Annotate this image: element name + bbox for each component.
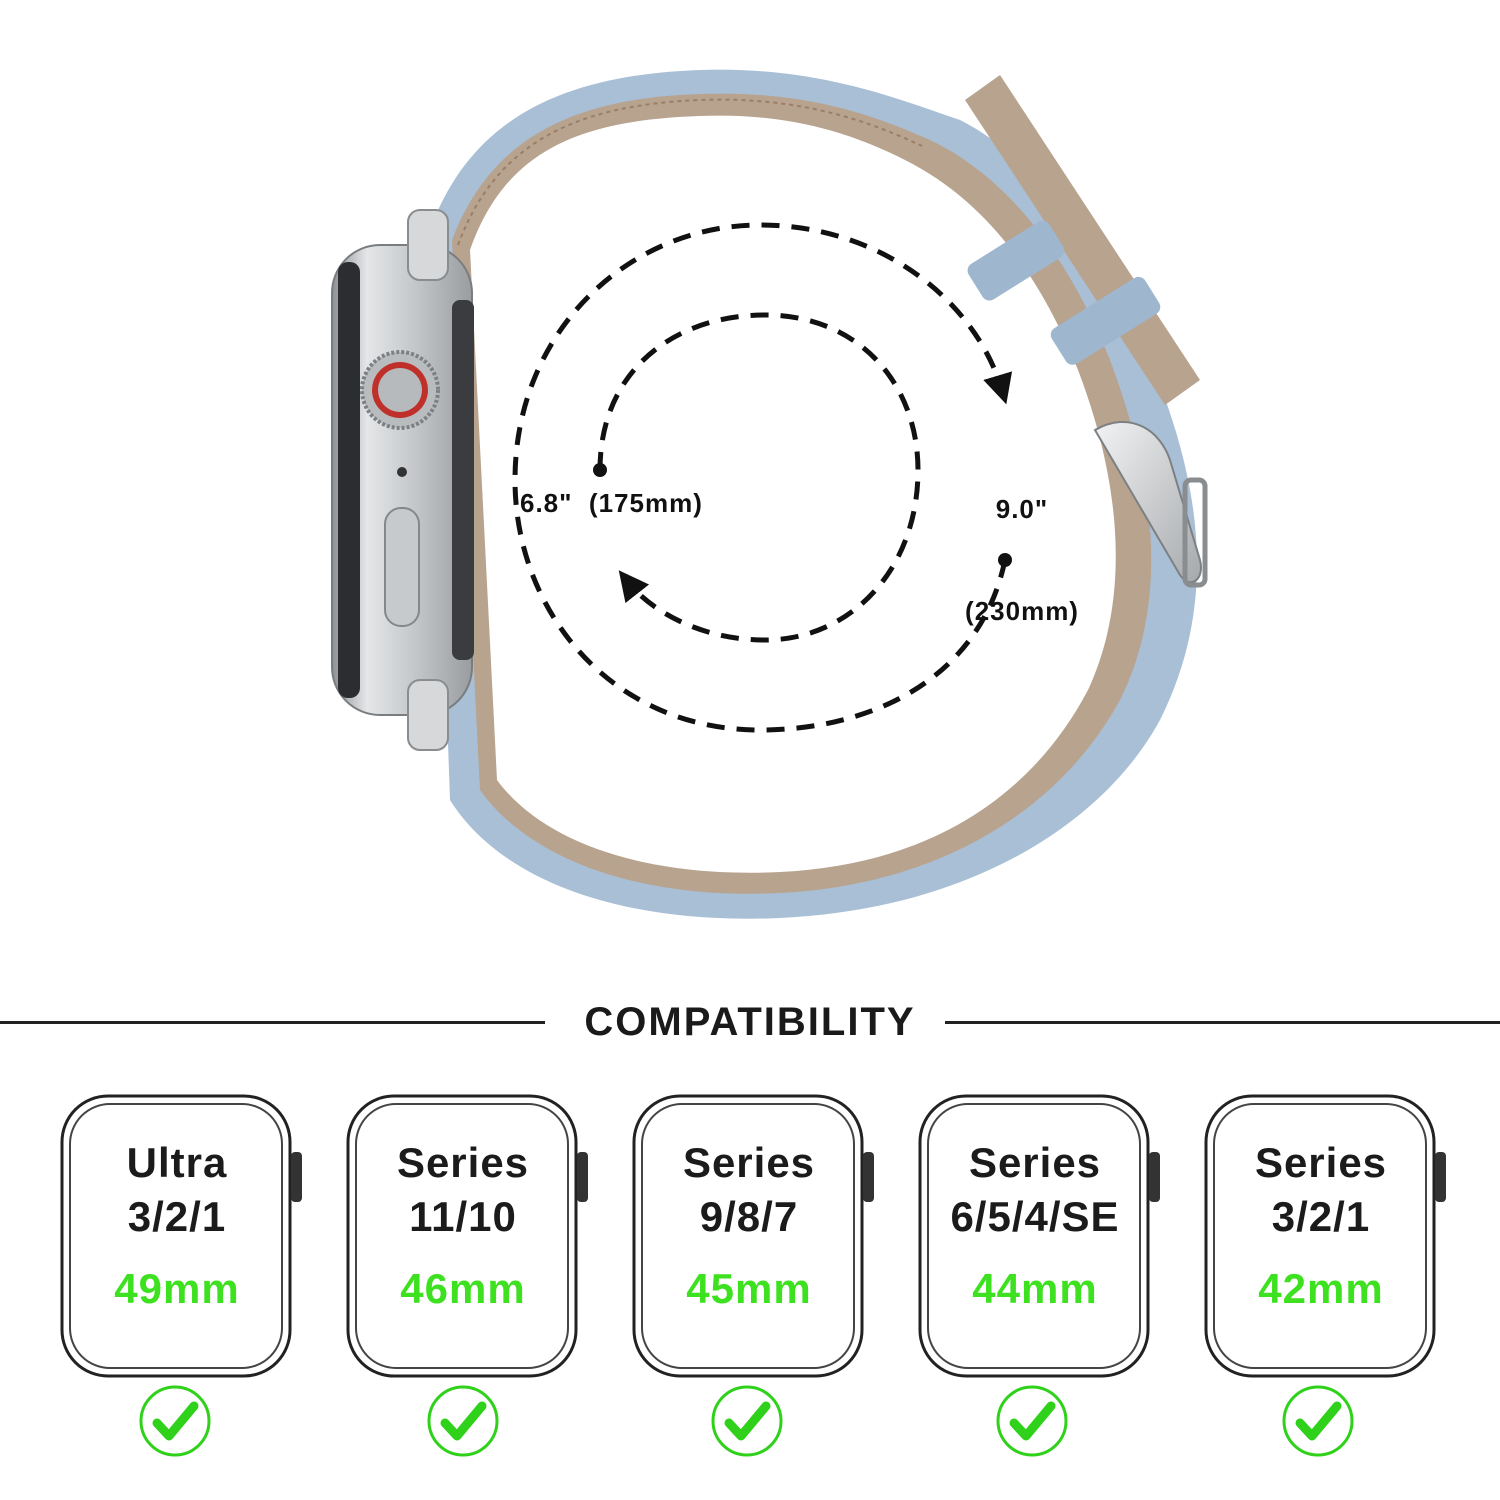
- watch-outline-icon: [60, 1094, 302, 1378]
- watch-screen-edge: [338, 262, 360, 698]
- watch-outline-icon: [346, 1094, 588, 1378]
- outer-length-arrow: [512, 222, 1013, 733]
- lug-top: [407, 209, 449, 281]
- outer-length-mm: (230mm): [965, 596, 1079, 626]
- watch-model-line1: Series: [1254, 1139, 1388, 1186]
- watch-model-line2: 11/10: [409, 1193, 517, 1240]
- outer-arrow-start-dot: [998, 553, 1012, 567]
- strap-keeper-1: [967, 220, 1065, 301]
- watch-card: Series 6/5/4/SE 44mm: [916, 1092, 1162, 1382]
- watch-model-line2: 3/2/1: [127, 1193, 227, 1240]
- watch-card: Ultra 3/2/1 49mm: [58, 1092, 304, 1382]
- watch-model-line1: Series: [682, 1139, 816, 1186]
- check-circle-icon: [1282, 1385, 1354, 1457]
- watch-model-line1: Series: [396, 1139, 530, 1186]
- watch-outline-icon: [632, 1094, 874, 1378]
- watch-size: 42mm: [1258, 1265, 1384, 1312]
- divider-right: [945, 1021, 1500, 1024]
- band-illustration: 9.0" (230mm) 6.8" (175mm): [331, 69, 1208, 919]
- watch-model-line2: 6/5/4/SE: [950, 1193, 1120, 1240]
- outer-length-inch: 9.0": [995, 494, 1049, 524]
- microphone-hole: [397, 467, 407, 477]
- watch-size: 45mm: [686, 1265, 812, 1312]
- watch-card: Series 3/2/1 42mm: [1202, 1092, 1448, 1382]
- strap-keeper-2: [1050, 276, 1161, 365]
- compatibility-title: COMPATIBILITY: [584, 1000, 916, 1044]
- inner-length-label: 6.8" (175mm): [520, 488, 703, 518]
- inner-arrow-start-dot: [593, 463, 607, 477]
- watch-back-edge: [452, 300, 474, 660]
- buckle: [1093, 420, 1202, 584]
- check-circle-icon: [139, 1385, 211, 1457]
- watch-card: Series 11/10 46mm: [344, 1092, 590, 1382]
- divider-left: [0, 1021, 545, 1024]
- buckle-frame: [1182, 477, 1208, 588]
- inner-length-arrow: [597, 312, 921, 643]
- watch-size: 49mm: [114, 1265, 240, 1312]
- watch-outline-icon: [1204, 1094, 1446, 1378]
- watch-card: Series 9/8/7 45mm: [630, 1092, 876, 1382]
- watch-outline-icon: [918, 1094, 1160, 1378]
- watch-model-line1: Series: [968, 1139, 1102, 1186]
- check-circle-icon: [711, 1385, 783, 1457]
- lug-bottom: [407, 679, 449, 751]
- outer-length-label: 9.0" (230mm): [942, 424, 1102, 696]
- check-circle-icon: [996, 1385, 1068, 1457]
- watch-model-line2: 3/2/1: [1271, 1193, 1371, 1240]
- watch-size: 46mm: [400, 1265, 526, 1312]
- watch-band-image: [331, 69, 1208, 919]
- side-button: [384, 507, 420, 627]
- watch-model-line1: Ultra: [126, 1139, 228, 1186]
- watch-model-line2: 9/8/7: [699, 1193, 799, 1240]
- compatibility-header: COMPATIBILITY: [0, 990, 1500, 1054]
- check-circle-icon: [427, 1385, 499, 1457]
- watch-size: 44mm: [972, 1265, 1098, 1312]
- crown-center: [378, 368, 422, 412]
